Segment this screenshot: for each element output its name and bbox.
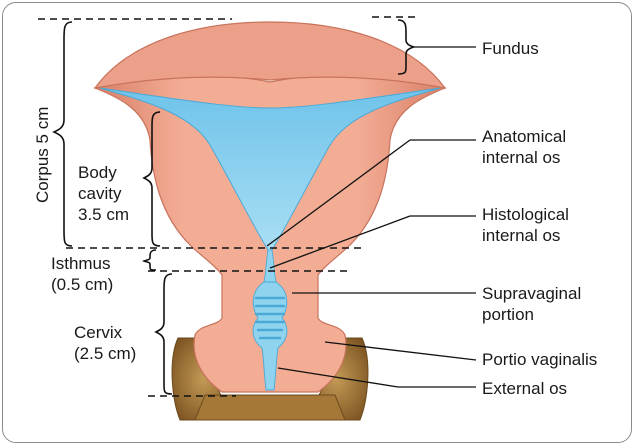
- fundus-label: Fundus: [482, 38, 539, 59]
- cervix-label: Cervix (2.5 cm): [74, 322, 136, 364]
- body-cavity-label: Body cavity 3.5 cm: [78, 162, 129, 225]
- external-os-label: External os: [482, 378, 567, 399]
- supravaginal-portion-label: Supravaginal portion: [482, 283, 581, 325]
- corpus-label: Corpus 5 cm: [33, 107, 53, 203]
- portio-vaginalis-label: Portio vaginalis: [482, 349, 597, 370]
- histological-internal-os-label: Histological internal os: [482, 204, 569, 246]
- isthmus-label: Isthmus (0.5 cm): [51, 253, 113, 295]
- anatomical-internal-os-label: Anatomical internal os: [482, 126, 566, 168]
